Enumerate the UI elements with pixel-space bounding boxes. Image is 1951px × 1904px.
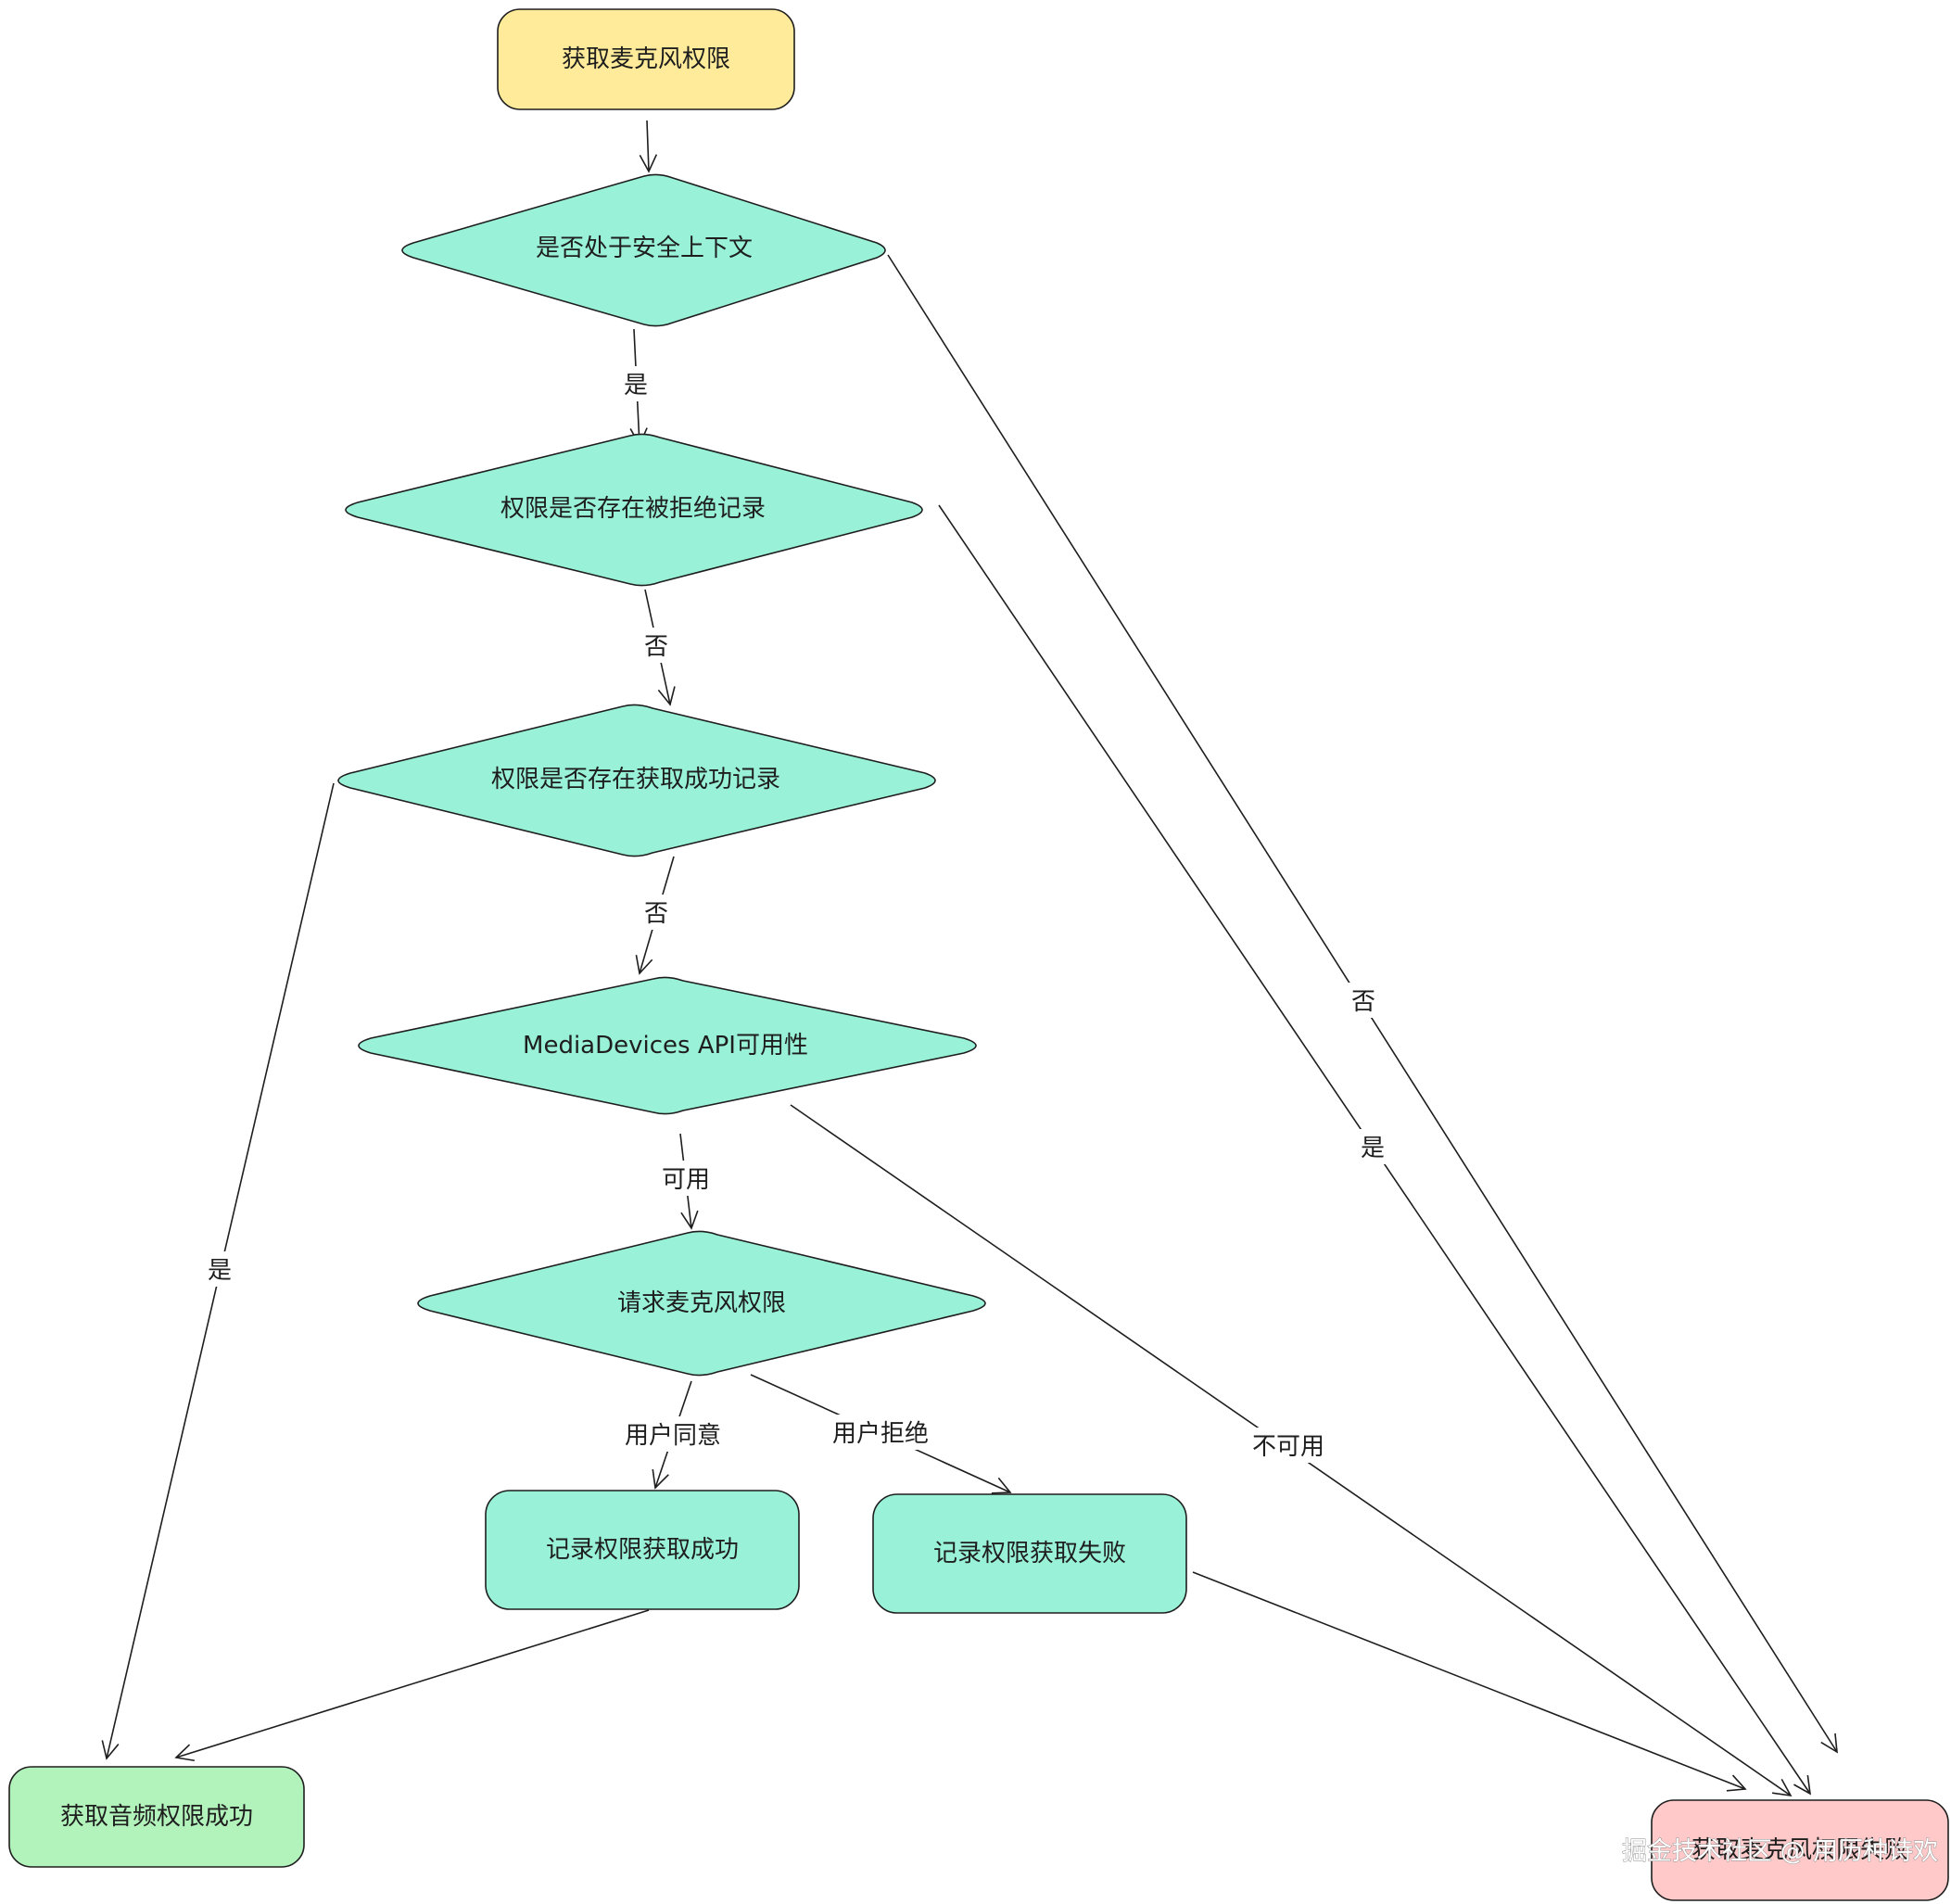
node-success-record: 权限是否存在获取成功记录 — [337, 704, 936, 857]
svg-text:可用: 可用 — [662, 1166, 710, 1194]
svg-text:用户拒绝: 用户拒绝 — [832, 1420, 929, 1448]
svg-text:是否处于安全上下文: 是否处于安全上下文 — [536, 235, 753, 262]
edge-label-api-unavailable: 不可用 — [1248, 1428, 1329, 1463]
edge-label-denied-no: 否 — [638, 628, 675, 663]
node-mic-failure: 获取麦克风权限失败 — [1651, 1799, 1949, 1901]
edge-label-user-agree: 用户同意 — [619, 1416, 727, 1452]
edge-record-success-to-audio-success — [174, 1609, 650, 1762]
svg-text:是: 是 — [208, 1257, 232, 1285]
nodes: 获取麦克风权限 是否处于安全上下文 权限是否存在被拒绝记录 权限是否存在获取成功… — [8, 8, 1949, 1901]
node-request-permission: 请求麦克风权限 — [417, 1230, 986, 1377]
watermark-text: 掘金技术社区 @ 用历种诗欢 — [1622, 1837, 1938, 1866]
edge-label-secure-yes: 是 — [617, 366, 654, 401]
edge-label-success-record-no: 否 — [638, 895, 675, 930]
edge-start-to-secure — [639, 120, 658, 173]
edge-record-failure-to-mic-failure — [1192, 1571, 1747, 1792]
svg-text:权限是否存在被拒绝记录: 权限是否存在被拒绝记录 — [500, 495, 766, 523]
svg-text:获取麦克风权限: 获取麦克风权限 — [562, 45, 730, 73]
svg-text:是: 是 — [624, 372, 648, 400]
svg-text:否: 否 — [644, 633, 668, 661]
node-mediadevices: MediaDevices API可用性 — [358, 976, 977, 1115]
edge-label-user-reject: 用户拒绝 — [827, 1415, 934, 1450]
node-audio-success: 获取音频权限成功 — [8, 1766, 305, 1868]
node-record-success: 记录权限获取成功 — [485, 1490, 800, 1610]
node-denied-record: 权限是否存在被拒绝记录 — [345, 433, 923, 587]
svg-text:权限是否存在获取成功记录: 权限是否存在获取成功记录 — [491, 766, 780, 793]
node-start: 获取麦克风权限 — [497, 8, 795, 110]
svg-text:记录权限获取成功: 记录权限获取成功 — [546, 1536, 739, 1564]
edge-labels: 是 否 否 可用 用户同意 用户拒绝 不可用 否 — [201, 366, 1391, 1463]
edge-label-secure-no: 否 — [1345, 983, 1382, 1018]
svg-text:是: 是 — [1361, 1135, 1385, 1162]
svg-text:获取麦克风权限失败: 获取麦克风权限失败 — [1691, 1836, 1908, 1864]
edge-label-denied-yes: 是 — [1354, 1129, 1391, 1164]
svg-text:用户同意: 用户同意 — [625, 1422, 721, 1450]
svg-text:不可用: 不可用 — [1252, 1433, 1324, 1461]
edge-label-success-record-yes: 是 — [201, 1251, 238, 1287]
node-record-failure: 记录权限获取失败 — [872, 1493, 1187, 1614]
svg-text:MediaDevices API可用性: MediaDevices API可用性 — [523, 1032, 808, 1060]
svg-text:请求麦克风权限: 请求麦克风权限 — [617, 1289, 786, 1317]
edge-label-api-available: 可用 — [658, 1161, 714, 1196]
svg-text:获取音频权限成功: 获取音频权限成功 — [60, 1803, 253, 1831]
svg-text:否: 否 — [1351, 988, 1375, 1016]
node-secure-context: 是否处于安全上下文 — [401, 173, 886, 327]
svg-text:否: 否 — [644, 900, 668, 928]
svg-text:记录权限获取失败: 记录权限获取失败 — [933, 1540, 1126, 1568]
